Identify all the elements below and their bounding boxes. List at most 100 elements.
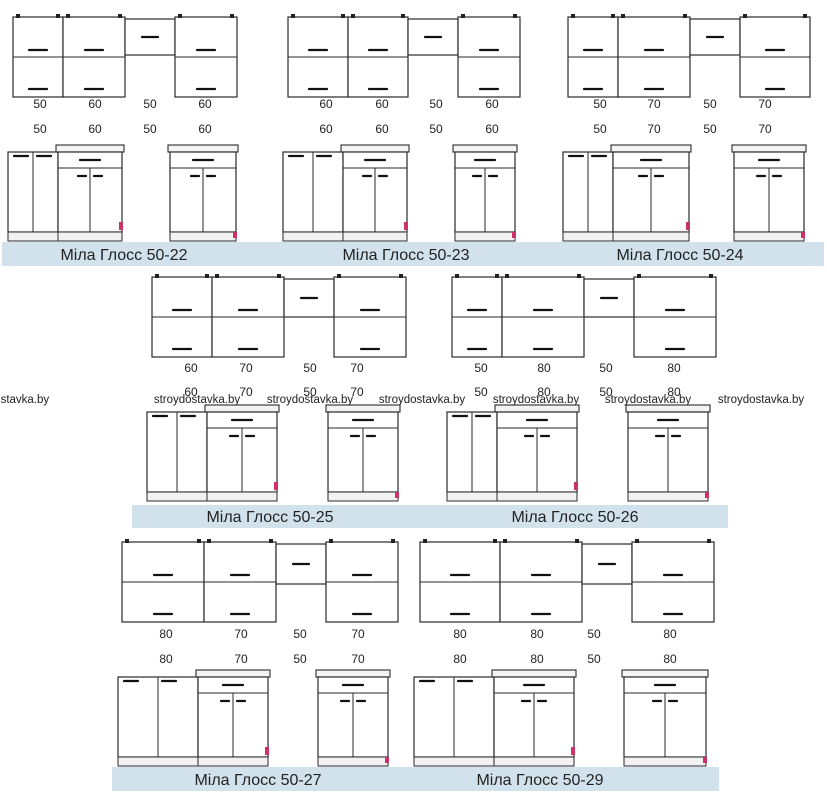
set-name: Міла Глосс 50-25 — [206, 509, 333, 526]
worktop — [625, 404, 711, 413]
mount-bracket — [391, 539, 395, 543]
marker-icon — [512, 232, 516, 238]
lower-width-label: 50 — [703, 122, 717, 136]
lower-width-label: 50 — [587, 652, 601, 666]
lower-width-label: 80 — [537, 385, 551, 399]
worktop — [195, 669, 271, 678]
upper-width-label: 70 — [647, 97, 661, 111]
worktop — [494, 404, 580, 413]
marker-icon — [703, 757, 707, 763]
upper-width-label: 60 — [375, 97, 389, 111]
worktop — [315, 669, 391, 678]
mount-bracket — [155, 274, 159, 278]
upper-width-label: 80 — [453, 627, 467, 641]
watermark-text: stroydostavka.by — [154, 394, 241, 406]
marker-icon — [385, 757, 389, 763]
lower-width-label: 50 — [143, 122, 157, 136]
watermark-text: stroydostavka.by — [605, 394, 692, 406]
mount-bracket — [399, 274, 403, 278]
upper-width-label: 50 — [143, 97, 157, 111]
upper-width-label: 50 — [703, 97, 717, 111]
lower-width-label: 60 — [184, 385, 198, 399]
lower-width-label: 80 — [453, 652, 467, 666]
mount-bracket — [493, 539, 497, 543]
plinth — [454, 231, 516, 242]
watermark-text: stroydostavka.by — [493, 394, 580, 406]
mount-bracket — [205, 274, 209, 278]
plinth — [282, 231, 344, 242]
plinth — [446, 491, 498, 502]
marker-icon — [574, 482, 578, 490]
mount-bracket — [341, 14, 345, 18]
lower-width-label: 80 — [667, 385, 681, 399]
mount-bracket — [709, 274, 713, 278]
mount-bracket — [683, 14, 687, 18]
mount-bracket — [707, 539, 711, 543]
marker-icon — [705, 492, 709, 498]
marker-icon — [404, 222, 408, 230]
mount-bracket — [401, 14, 405, 18]
upper-width-label: 50 — [293, 627, 307, 641]
plinth — [206, 491, 278, 502]
set-name: Міла Глосс 50-29 — [476, 772, 603, 789]
mount-bracket — [423, 539, 427, 543]
lower-width-label: 70 — [234, 652, 248, 666]
plinth — [612, 231, 690, 242]
upper-width-label: 50 — [474, 361, 488, 375]
lower-width-label: 80 — [663, 652, 677, 666]
worktop — [731, 144, 807, 153]
mount-bracket — [611, 14, 615, 18]
marker-icon — [686, 222, 690, 230]
lower-width-label: 50 — [593, 122, 607, 136]
plinth — [57, 231, 123, 242]
plinth — [493, 756, 575, 767]
mount-bracket — [277, 274, 281, 278]
upper-width-label: 60 — [198, 97, 212, 111]
upper-width-label: 50 — [429, 97, 443, 111]
upper-width-label: 50 — [587, 627, 601, 641]
mount-bracket — [230, 14, 234, 18]
set-name: Міла Глосс 50-26 — [511, 509, 638, 526]
worktop — [340, 144, 410, 153]
mount-bracket — [635, 539, 639, 543]
upper-width-label: 60 — [88, 97, 102, 111]
mount-bracket — [337, 274, 341, 278]
worktop — [55, 144, 125, 153]
lower-width-label: 50 — [303, 385, 317, 399]
mount-bracket — [215, 274, 219, 278]
lower-width-label: 60 — [319, 122, 333, 136]
plinth — [317, 756, 389, 767]
plinth — [117, 756, 199, 767]
plinth — [496, 491, 578, 502]
upper-width-label: 80 — [530, 627, 544, 641]
upper-width-label: 60 — [485, 97, 499, 111]
plinth — [623, 756, 707, 767]
worktop — [452, 144, 518, 153]
lower-width-label: 70 — [350, 385, 364, 399]
worktop — [610, 144, 692, 153]
upper-width-label: 80 — [663, 627, 677, 641]
mount-bracket — [56, 14, 60, 18]
lower-width-label: 70 — [647, 122, 661, 136]
marker-icon — [801, 232, 805, 238]
lower-width-label: 50 — [429, 122, 443, 136]
watermark-text: stroydostavka.by — [718, 394, 805, 406]
upper-width-label: 50 — [33, 97, 47, 111]
set-name: Міла Глосс 50-22 — [60, 247, 187, 264]
marker-icon — [265, 747, 269, 755]
lower-width-label: 50 — [474, 385, 488, 399]
lower-width-label: 50 — [599, 385, 613, 399]
upper-width-label: 50 — [303, 361, 317, 375]
mount-bracket — [461, 14, 465, 18]
title-band — [132, 505, 728, 528]
mount-bracket — [571, 14, 575, 18]
mount-bracket — [513, 14, 517, 18]
marker-icon — [119, 222, 123, 230]
mount-bracket — [455, 274, 459, 278]
upper-width-label: 80 — [537, 361, 551, 375]
mount-bracket — [575, 539, 579, 543]
